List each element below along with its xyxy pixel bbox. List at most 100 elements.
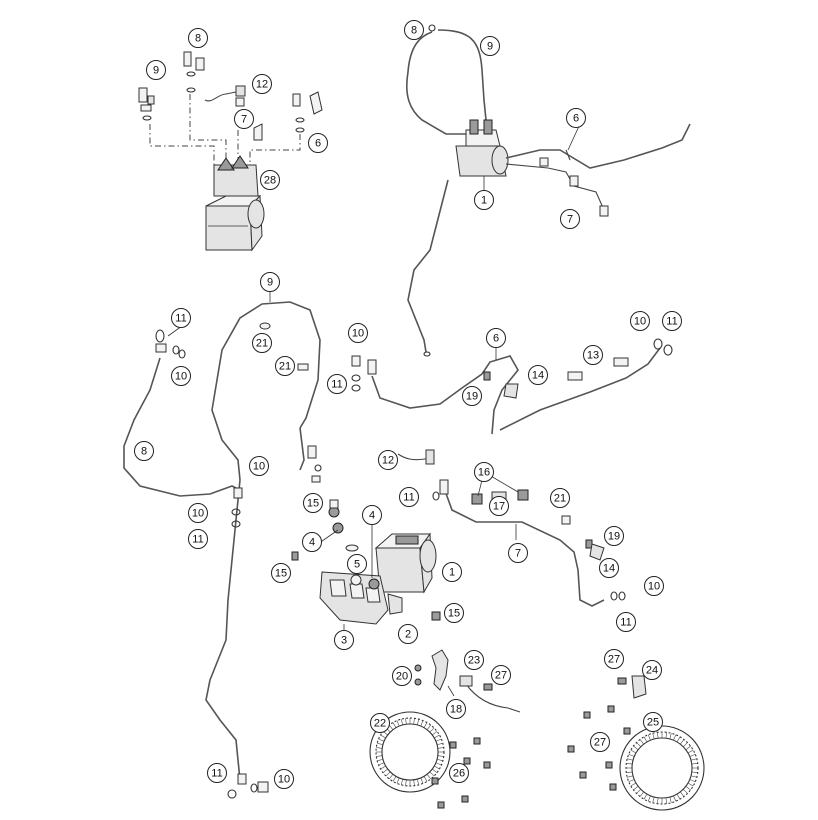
callout-number: 16 — [478, 467, 490, 479]
callout-number: 15 — [307, 498, 319, 510]
ring-tooth — [627, 758, 634, 761]
callout-number: 10 — [648, 581, 660, 593]
callout-9: 9 — [146, 60, 166, 80]
callout-16: 16 — [474, 462, 494, 482]
ring-tooth — [687, 749, 694, 754]
callout-10: 10 — [171, 366, 191, 386]
callout-circle — [308, 133, 328, 153]
ring-tooth — [378, 762, 385, 766]
ring-tooth — [630, 749, 637, 754]
ring-tooth — [405, 779, 407, 786]
bolts-27 — [567, 705, 631, 791]
callout-number: 7 — [241, 114, 247, 126]
callout-11: 11 — [399, 487, 419, 507]
ring-tooth — [400, 778, 404, 785]
leader-lines — [167, 123, 581, 697]
callout-10: 10 — [249, 456, 269, 476]
callout-circle — [446, 699, 466, 719]
callout-circle — [347, 554, 367, 574]
abs-unit-inset — [205, 155, 265, 252]
callout-19: 19 — [604, 526, 624, 546]
abs-unit-center — [374, 532, 437, 594]
fitting-8-top-left — [183, 51, 205, 93]
callout-circle — [599, 558, 619, 578]
callout-18: 18 — [446, 699, 466, 719]
callout-number: 10 — [175, 371, 187, 383]
callout-circle — [604, 526, 624, 546]
callout-number: 8 — [141, 446, 147, 458]
callout-circle — [207, 763, 227, 783]
callout-circle — [583, 345, 603, 365]
ring-tooth — [633, 745, 639, 750]
ring-tooth — [683, 742, 688, 747]
callout-3: 3 — [334, 630, 354, 650]
callout-number: 14 — [532, 370, 544, 382]
callout-number: 14 — [603, 563, 615, 575]
callout-14: 14 — [528, 365, 548, 385]
callout-number: 21 — [256, 338, 268, 350]
callout-circle — [234, 109, 254, 129]
ring-tooth — [385, 771, 391, 777]
callout-circle — [334, 630, 354, 650]
callout-23: 23 — [464, 650, 484, 670]
callout-circle — [274, 769, 294, 789]
callout-circle — [398, 624, 418, 644]
ring-tooth — [627, 775, 634, 778]
callout-14: 14 — [599, 558, 619, 578]
callout-circle — [508, 543, 528, 563]
ring-tooth — [436, 758, 443, 762]
callout-number: 4 — [309, 537, 315, 549]
callout-12: 12 — [378, 450, 398, 470]
callout-11: 11 — [171, 308, 191, 328]
callout-number: 19 — [608, 531, 620, 543]
callout-number: 7 — [515, 548, 521, 560]
callout-19: 19 — [462, 386, 482, 406]
ring-tooth — [416, 719, 420, 726]
callout-number: 9 — [153, 65, 159, 77]
ring-tooth — [676, 736, 681, 743]
ring-tooth — [380, 765, 386, 770]
ring-tooth — [643, 736, 648, 743]
callout-27: 27 — [590, 732, 610, 752]
ring-tooth — [376, 747, 383, 749]
callout-circle — [188, 503, 208, 523]
callout-number: 27 — [594, 737, 606, 749]
callout-number: 26 — [453, 768, 465, 780]
callout-number: 10 — [278, 774, 290, 786]
callout-7: 7 — [560, 209, 580, 229]
ring-tooth — [690, 758, 697, 761]
fitting-10-low — [231, 487, 243, 528]
ring-tooth — [643, 793, 648, 800]
ring-tooth — [690, 775, 697, 778]
ring-tooth — [420, 720, 424, 727]
ring-tooth — [626, 763, 633, 765]
callout-27: 27 — [604, 649, 624, 669]
ring-tooth — [413, 718, 415, 725]
bottom-sensors — [369, 649, 705, 811]
ring-tooth — [434, 734, 440, 739]
ring-tooth — [639, 739, 644, 745]
callout-number: 1 — [449, 567, 455, 579]
callout-circle — [252, 74, 272, 94]
callout-number: 11 — [192, 534, 203, 546]
ring-tooth — [673, 795, 677, 802]
callout-22: 22 — [370, 713, 390, 733]
callout-7: 7 — [508, 543, 528, 563]
callout-20: 20 — [392, 666, 412, 686]
callout-circle — [260, 272, 280, 292]
callout-number: 21 — [279, 361, 291, 373]
ring-tooth — [378, 738, 385, 742]
callout-circle — [616, 612, 636, 632]
callout-number: 8 — [195, 33, 201, 45]
callout-number: 9 — [267, 277, 273, 289]
callout-circle — [444, 603, 464, 623]
ring-tooth — [436, 742, 443, 746]
callout-27: 27 — [491, 665, 511, 685]
callout-number: 17 — [493, 501, 505, 513]
inset-abs-exploded — [138, 51, 323, 252]
ring-tooth — [685, 786, 691, 791]
callout-circle — [566, 108, 586, 128]
callout-circle — [550, 488, 570, 508]
callout-circle — [590, 732, 610, 752]
